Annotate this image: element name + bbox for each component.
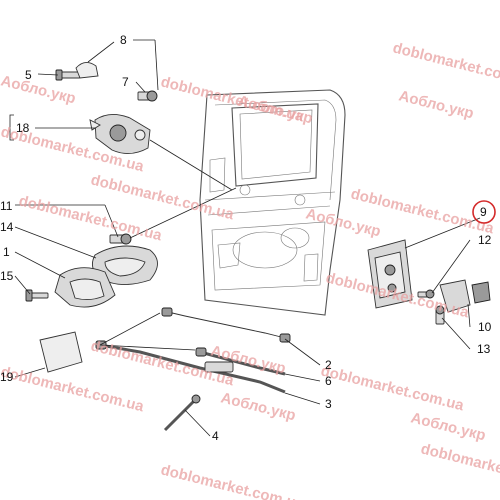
callout-15: 15 bbox=[0, 269, 14, 283]
watermark-latin-10: doblomarket.com.ua bbox=[0, 363, 146, 415]
callout-10: 10 bbox=[478, 320, 492, 334]
part-19-cover bbox=[39, 331, 83, 373]
callout-numbers: 5 8 7 18 11 14 1 15 19 2 6 3 4 9 12 10 1… bbox=[0, 33, 492, 443]
callout-5: 5 bbox=[25, 68, 32, 82]
part-8-cap bbox=[75, 62, 99, 79]
watermark-cyrillic-2: Aoбло.укр bbox=[236, 92, 314, 127]
part-18-hinge bbox=[89, 114, 151, 154]
part-11-bolt bbox=[109, 233, 132, 245]
watermark-cyrillic-3: Aoбло.укр bbox=[397, 87, 475, 122]
part-5-screw bbox=[55, 69, 81, 81]
callout-14: 14 bbox=[0, 220, 14, 234]
watermark-latin-11: doblomarket.com.ua bbox=[159, 461, 306, 500]
callout-7: 7 bbox=[122, 75, 129, 89]
watermark-cyrillic-4: Aoбло.укр bbox=[304, 205, 382, 240]
callout-9: 9 bbox=[480, 205, 487, 219]
watermark-latin-9: doblomarket.com.ua bbox=[319, 362, 466, 414]
callout-3: 3 bbox=[325, 397, 332, 411]
part-12-screw bbox=[417, 289, 435, 299]
callout-2: 2 bbox=[325, 358, 332, 372]
watermark-cyrillic-7: Aoбло.укр bbox=[409, 409, 487, 444]
callout-19: 19 bbox=[0, 370, 14, 384]
part-2-rod bbox=[161, 307, 291, 343]
part-15-screw bbox=[25, 289, 49, 302]
watermark-latin-2: doblomarket.com.ua bbox=[391, 39, 500, 91]
callout-18: 18 bbox=[16, 121, 30, 135]
part-13-screw bbox=[435, 305, 445, 325]
part-14-handle bbox=[91, 245, 158, 285]
callout-8: 8 bbox=[120, 33, 127, 47]
highlight-circle-9 bbox=[472, 200, 496, 224]
part-4-rod bbox=[163, 394, 201, 432]
part-6-rod bbox=[195, 347, 286, 376]
watermark-cyrillic-6: Aoбло.укр bbox=[219, 389, 297, 424]
part-9-lock bbox=[367, 239, 413, 309]
callout-13: 13 bbox=[477, 342, 491, 356]
callout-12: 12 bbox=[478, 233, 492, 247]
leader-lines bbox=[9, 39, 481, 437]
part-7-bolt bbox=[137, 90, 158, 102]
callout-1: 1 bbox=[3, 245, 10, 259]
door-frame bbox=[199, 89, 346, 316]
callout-11: 11 bbox=[0, 199, 13, 213]
part-10-striker bbox=[439, 279, 491, 313]
watermark-latin-12: doblomarket.com.ua bbox=[419, 440, 500, 492]
part-1-housing bbox=[54, 267, 116, 308]
callout-6: 6 bbox=[325, 374, 332, 388]
callout-4: 4 bbox=[212, 429, 219, 443]
